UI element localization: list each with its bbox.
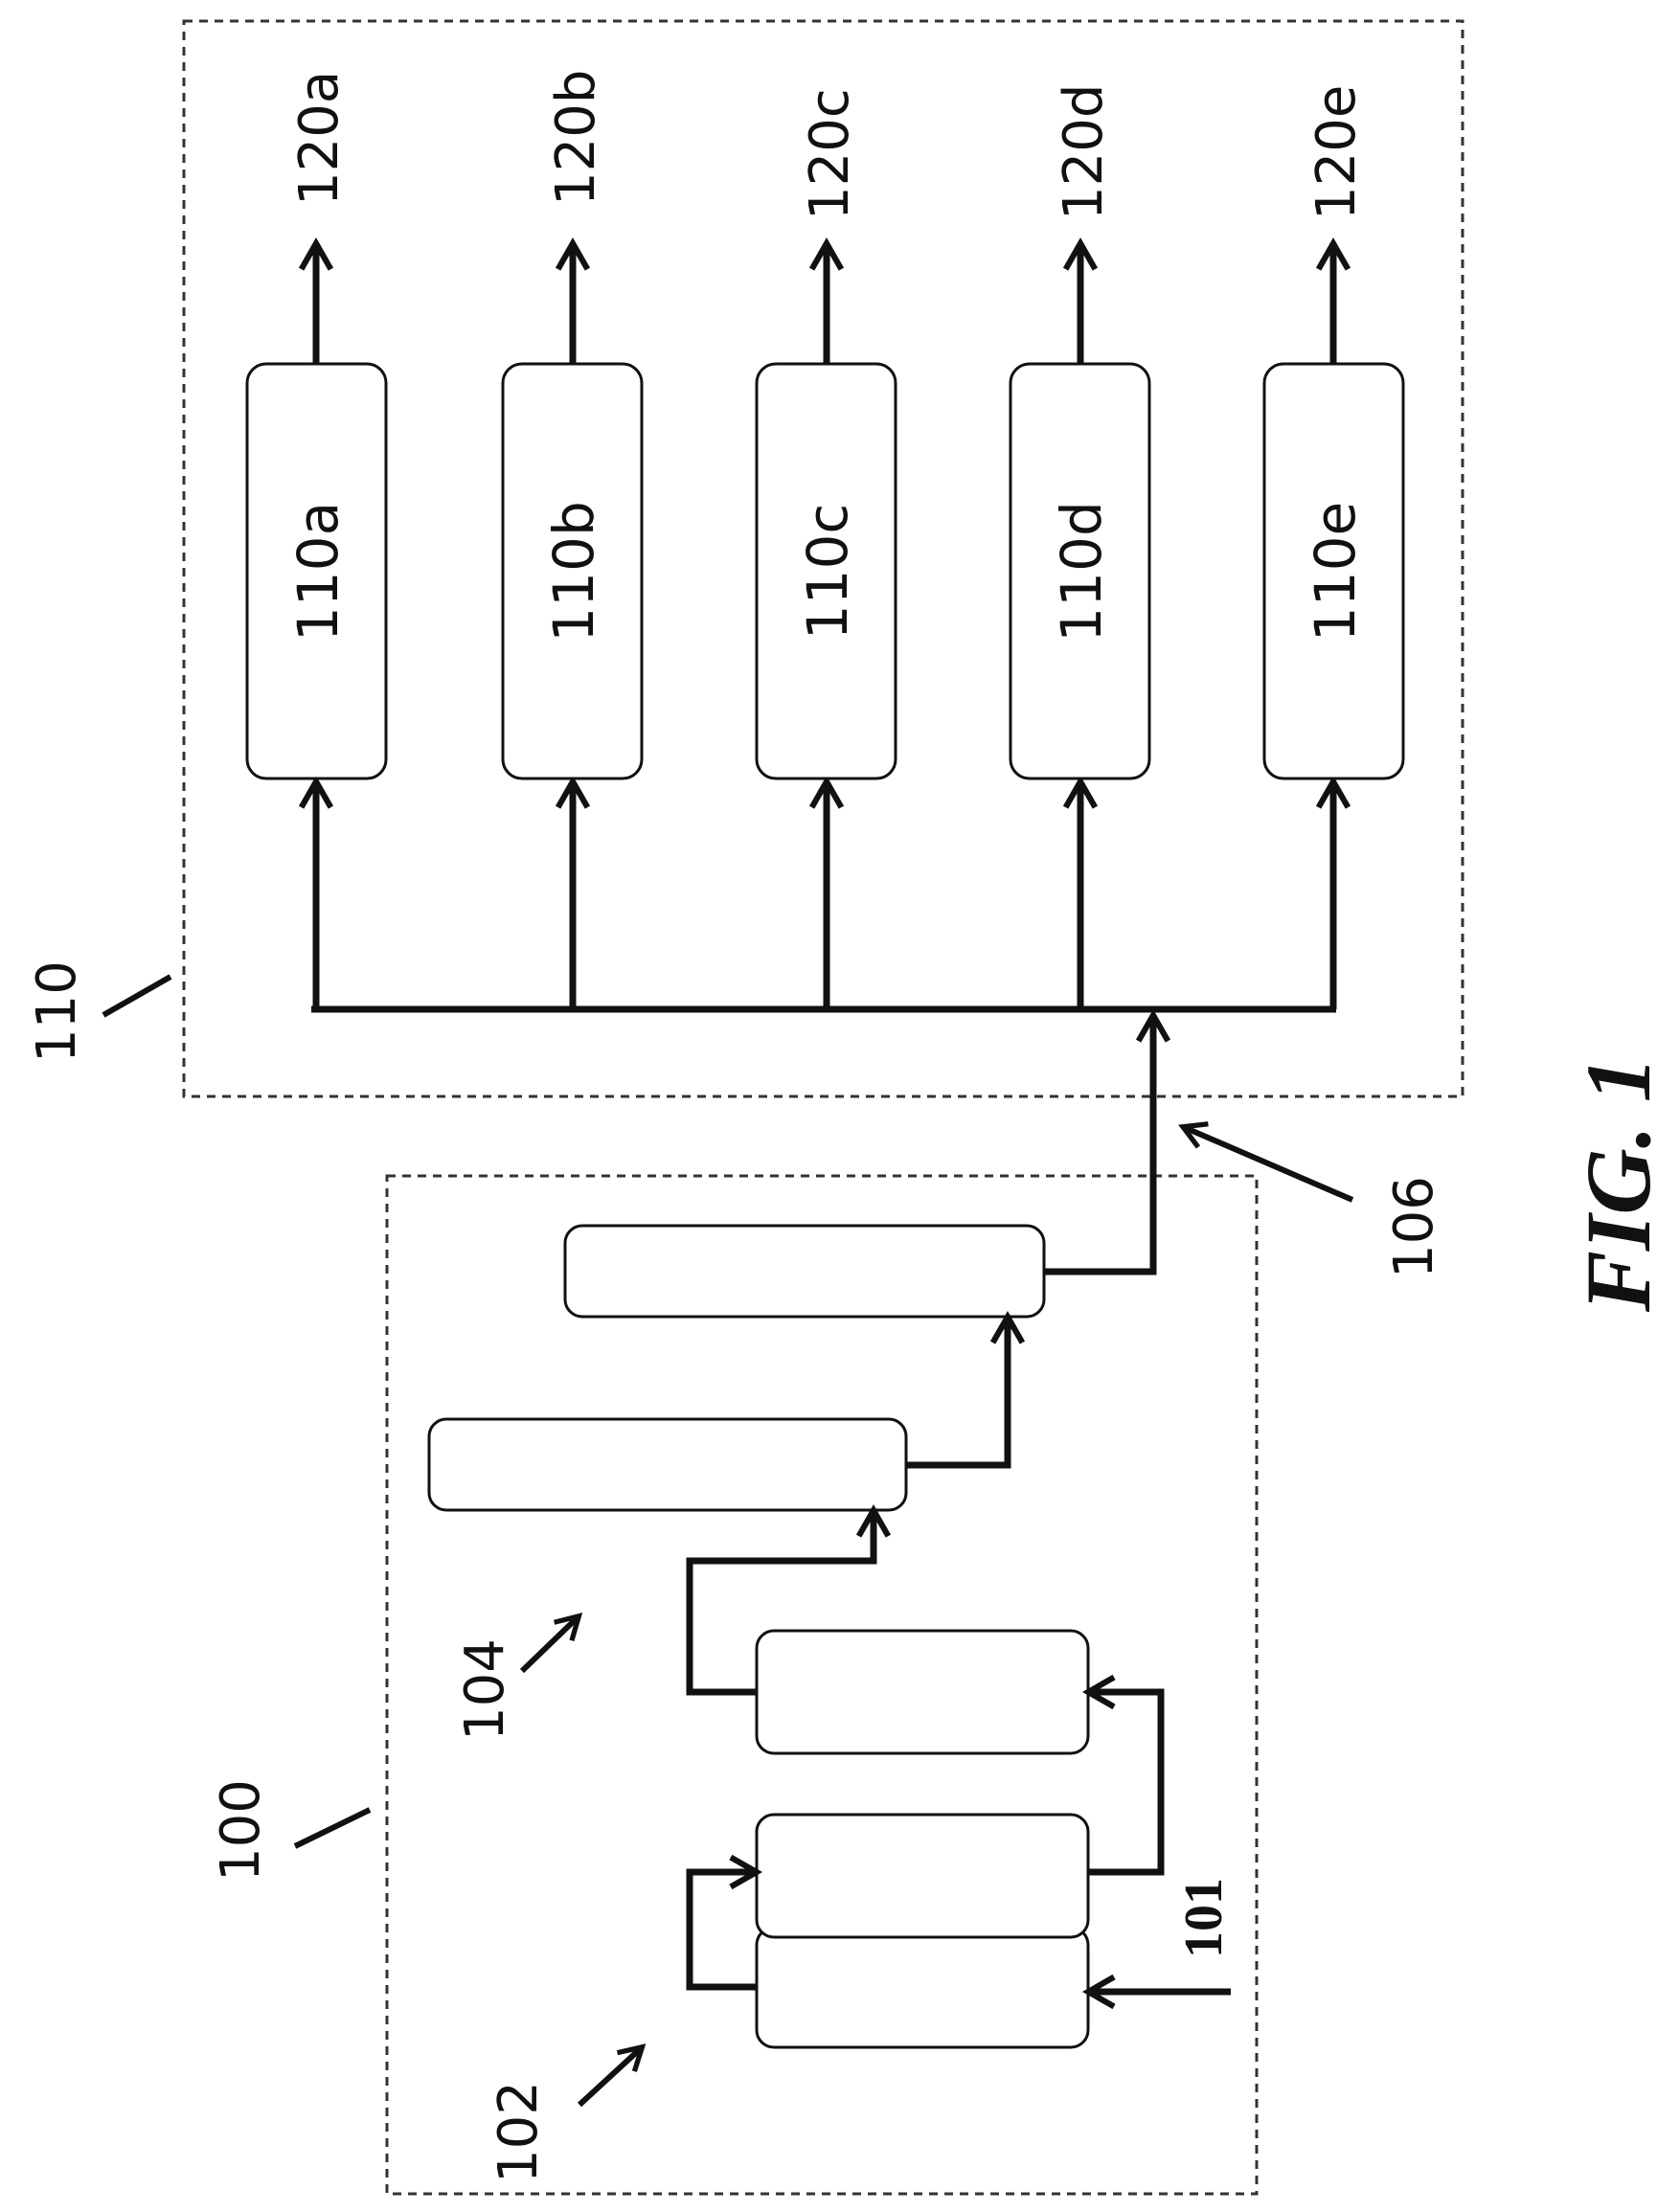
output-label-e: 120e	[1305, 85, 1368, 220]
output-label-d: 120d	[1053, 84, 1115, 220]
decoder-label-b: 110b	[541, 501, 606, 643]
decoder-label-e: 110e	[1303, 502, 1368, 642]
decoder-label-a: 110a	[285, 502, 351, 642]
ref-label-100: 100	[210, 1779, 272, 1882]
decoder-label-d: 110d	[1049, 501, 1114, 643]
output-label-c: 120c	[799, 88, 861, 220]
stage-block-3	[757, 1631, 1088, 1753]
stage-block-4	[429, 1419, 906, 1510]
output-label-b: 120b	[545, 70, 607, 206]
leader-106	[1186, 1128, 1352, 1200]
ref-label-106: 106	[1383, 1176, 1445, 1278]
ref-label-102: 102	[488, 2081, 550, 2183]
stage-block-1	[757, 1928, 1088, 2047]
stage-block-2	[757, 1815, 1088, 1937]
figure-label: FIG. 1	[1567, 1056, 1669, 1313]
output-label-a: 120a	[288, 71, 351, 206]
leader-110	[103, 977, 170, 1015]
ref-label-110: 110	[26, 960, 88, 1063]
stage-block-5	[565, 1226, 1044, 1317]
leader-102	[579, 2049, 640, 2105]
ref-label-101: 101	[1174, 1878, 1234, 1958]
leader-100	[295, 1810, 370, 1846]
link-block2-block3	[1088, 1692, 1161, 1872]
connection-106-wire	[1044, 1019, 1153, 1272]
link-block1-block2	[690, 1872, 757, 1987]
leader-104	[522, 1618, 577, 1671]
decoder-label-c: 110c	[795, 504, 860, 641]
ref-label-104: 104	[454, 1638, 516, 1741]
link-block4-block5	[906, 1320, 1008, 1465]
